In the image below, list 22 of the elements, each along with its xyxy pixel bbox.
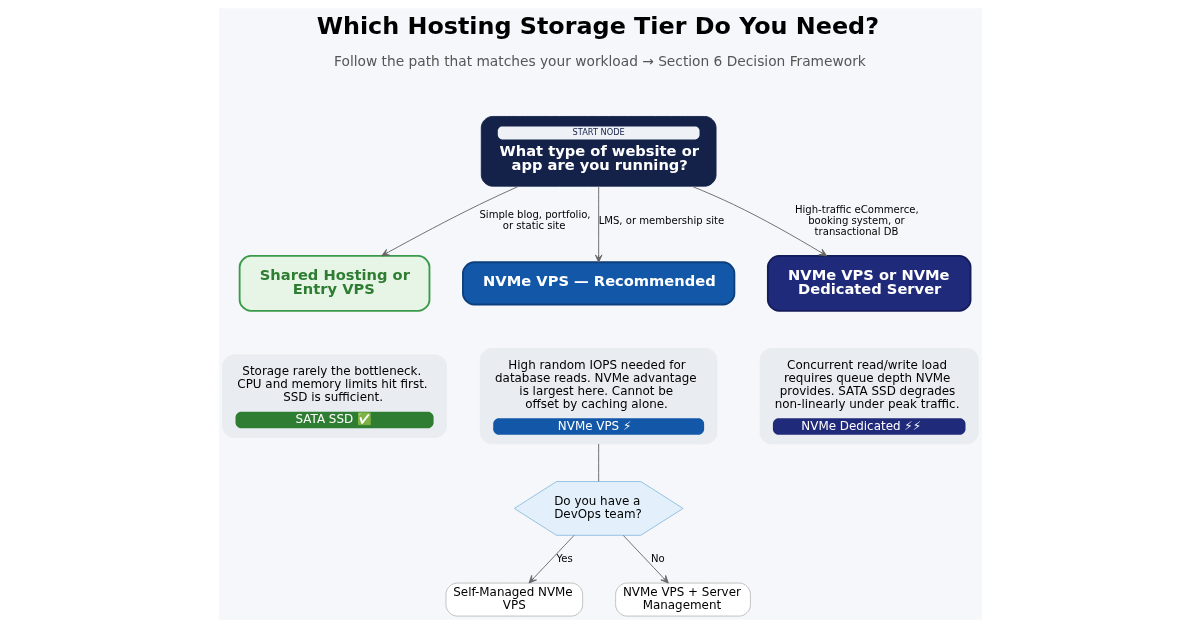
diagram-title: Which Hosting Storage Tier Do You Need?	[316, 11, 879, 40]
arrow	[594, 186, 602, 263]
node-box: NVMe VPS + Server Management	[614, 582, 751, 617]
node-box: Shared Hosting or Entry VPS	[238, 254, 430, 312]
node-box: NVMe VPS or NVMe Dedicated Server	[766, 254, 971, 312]
arrow	[622, 534, 669, 584]
node-box: Self-Managed NVMe VPS	[445, 582, 583, 617]
label: Follow the path that matches your workload → Section 6 Decision Framework	[333, 52, 866, 69]
edge-label: LMS, or membership site	[598, 214, 724, 226]
node-box: High random IOPS needed for database reads. NVMe advantage is largest here. Cannot be offset by caching alone. NVMe VPS ⚡	[479, 348, 717, 445]
node-box: NVMe VPS — Recommended	[461, 261, 735, 306]
edge-label: Simple blog, portfolio, or static site	[478, 209, 591, 232]
node-box: START NODE What type of website or app are you running?	[480, 116, 716, 187]
arrow	[690, 185, 827, 257]
node-box: Storage rarely the bottleneck. CPU and memory limits hit first. SSD is sufficient. SATA SSD ✅	[221, 354, 447, 438]
edge-label: High-traffic eCommerce, booking system, or transactional DB	[794, 203, 919, 237]
edge-label: No	[650, 552, 665, 564]
node-box: Concurrent read/write load requires queue depth NVMe provides. SATA SSD degrades non-linearly under peak traffic. NVMe Dedicated ⚡⚡	[759, 348, 979, 445]
edge-label: Yes	[555, 552, 573, 564]
arrow	[528, 534, 574, 584]
arrow	[380, 185, 519, 257]
connector	[597, 443, 599, 482]
